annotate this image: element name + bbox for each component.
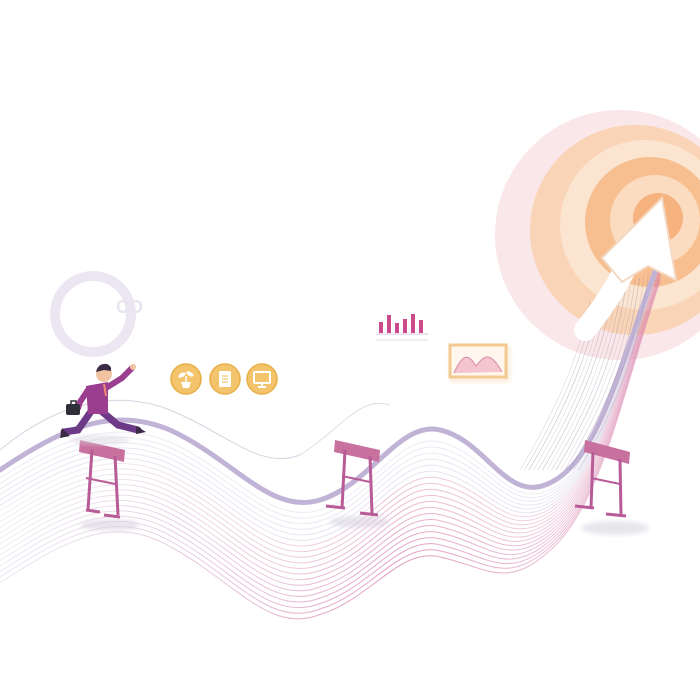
mini-bar <box>411 314 415 333</box>
faint-ring-text: CO <box>116 297 143 317</box>
briefcase-icon <box>66 404 80 415</box>
wave-line <box>0 269 661 564</box>
wave-line <box>0 265 661 542</box>
faint-ring: CO <box>50 271 143 357</box>
mini-bar-chart <box>376 314 428 341</box>
wave-line <box>0 267 661 553</box>
mini-bar <box>379 322 383 333</box>
wave-line <box>0 264 661 536</box>
wave-line <box>0 268 661 558</box>
wave-line <box>0 274 661 586</box>
arrow-trail-line <box>551 285 622 471</box>
arrow-trail-line <box>569 277 640 471</box>
growth-arrow <box>574 195 678 341</box>
plant-icon <box>178 371 194 388</box>
document-icon <box>219 371 231 387</box>
wave-line <box>0 280 661 620</box>
badge-document <box>209 363 241 395</box>
mini-bar <box>387 315 391 333</box>
mini-bars <box>379 314 423 333</box>
arrow-trail-line <box>560 281 631 471</box>
growth-wave-main <box>0 242 668 505</box>
wave-line <box>0 259 661 514</box>
monitor-icon <box>253 371 271 388</box>
wave-line-bundle <box>0 259 661 620</box>
arrow-trail-line <box>546 287 618 471</box>
hurdle-3 <box>574 440 649 535</box>
wave-line <box>0 279 661 614</box>
background-arc <box>0 399 301 460</box>
arrow-trail-line <box>564 279 636 471</box>
wave-line <box>0 271 661 575</box>
mini-bar <box>419 320 423 333</box>
businessman-figure <box>60 363 146 445</box>
framed-chart-picture <box>448 343 510 382</box>
wave-line <box>0 260 661 519</box>
hurdle-1 <box>79 440 140 531</box>
mini-bar <box>403 319 407 333</box>
background-arc-2 <box>299 402 391 456</box>
wave-line <box>0 266 661 547</box>
arrow-trail-line <box>555 283 627 471</box>
arrow-head-icon <box>600 195 678 284</box>
mini-bar <box>395 323 399 333</box>
wave-line <box>0 278 661 609</box>
wave-line <box>0 270 661 570</box>
hurdle-2 <box>325 440 390 528</box>
wave-line <box>0 276 661 598</box>
wave-line <box>0 277 661 603</box>
badge-plant <box>170 363 202 395</box>
wave-line <box>0 273 661 581</box>
wave-line <box>0 262 661 525</box>
wave-line <box>0 275 661 592</box>
wave-line <box>0 263 661 530</box>
badge-monitor <box>246 363 278 395</box>
